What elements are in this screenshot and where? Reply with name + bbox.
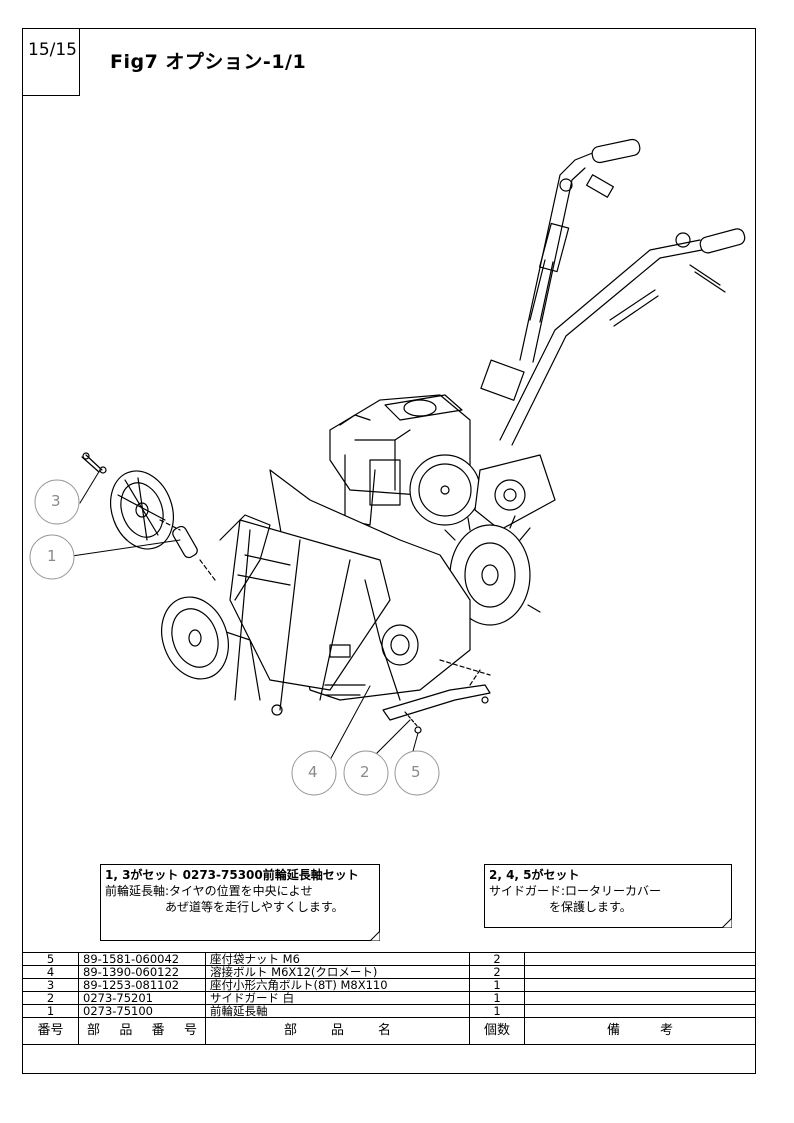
note-right-line2: サイドガード:ロータリーカバー <box>489 884 662 898</box>
table-row: 5 89-1581-060042 座付袋ナット M6 2 <box>22 952 756 966</box>
cell-no: 5 <box>22 952 79 966</box>
tiller-exploded-view <box>29 138 746 796</box>
note-right-line3: を保護します。 <box>489 900 632 914</box>
cell-name: 前輪延長軸 <box>205 1004 470 1018</box>
note-left-line3: あぜ道等を走行しやすくします。 <box>105 900 344 914</box>
table-row: 2 0273-75201 サイドガード 白 1 <box>22 991 756 1005</box>
header-part-no-char: 番 <box>151 1023 165 1038</box>
table-row: 3 89-1253-081102 座付小形六角ボルト(8T) M8X110 1 <box>22 978 756 992</box>
header-part-no-char: 品 <box>119 1023 133 1038</box>
note-right-line1: 2, 4, 5がセット <box>489 868 580 882</box>
cell-part-no: 89-1390-060122 <box>78 965 206 979</box>
note-side-guard: 2, 4, 5がセット サイドガード:ロータリーカバー を保護します。 <box>484 864 732 928</box>
header-name-char: 名 <box>378 1023 392 1038</box>
callout-4: 4 <box>308 763 318 781</box>
header-remarks-char: 考 <box>660 1023 674 1038</box>
parts-table: 5 89-1581-060042 座付袋ナット M6 2 4 89-1390-0… <box>22 952 756 1045</box>
side-guard <box>382 659 491 734</box>
cell-remarks <box>524 1004 756 1018</box>
header-name-char: 品 <box>330 1023 344 1038</box>
header-name-char: 部 <box>283 1023 297 1038</box>
header-qty: 個数 <box>469 1017 525 1045</box>
cell-no: 1 <box>22 1004 79 1018</box>
cell-remarks <box>524 991 756 1005</box>
cell-qty: 1 <box>469 1004 525 1018</box>
cell-part-no: 89-1581-060042 <box>78 952 206 966</box>
cell-qty: 1 <box>469 991 525 1005</box>
cell-name: 座付小形六角ボルト(8T) M8X110 <box>205 978 470 992</box>
page-number-box: 15/15 <box>22 28 80 96</box>
header-part-no-char: 号 <box>183 1023 197 1038</box>
cell-qty: 2 <box>469 952 525 966</box>
rotary-cover <box>219 469 471 716</box>
cell-qty: 2 <box>469 965 525 979</box>
callout-5: 5 <box>411 763 421 781</box>
leader-lines <box>71 469 419 763</box>
cell-remarks <box>524 952 756 966</box>
transmission <box>439 454 556 626</box>
header-part-no: 部 品 番 号 <box>78 1017 206 1045</box>
cell-no: 4 <box>22 965 79 979</box>
cell-no: 3 <box>22 978 79 992</box>
callout-2: 2 <box>360 763 370 781</box>
front-wheel <box>81 452 271 680</box>
callout-3: 3 <box>51 492 61 510</box>
header-no: 番号 <box>22 1017 79 1045</box>
figure-title: Fig7 オプション-1/1 <box>110 51 307 73</box>
callout-circles <box>29 479 440 796</box>
cell-no: 2 <box>22 991 79 1005</box>
cell-qty: 1 <box>469 978 525 992</box>
note-fold-icon <box>722 918 732 928</box>
cell-name: 溶接ボルト M6X12(クロメート) <box>205 965 470 979</box>
table-header-row: 番号 部 品 番 号 部 品 名 個数 備 考 <box>22 1017 756 1045</box>
cell-part-no: 0273-75201 <box>78 991 206 1005</box>
cell-remarks <box>524 978 756 992</box>
header-name: 部 品 名 <box>205 1017 470 1045</box>
cell-part-no: 89-1253-081102 <box>78 978 206 992</box>
note-left-line2: 前輪延長軸:タイヤの位置を中央によせ <box>105 884 313 898</box>
note-fold-icon <box>370 931 380 941</box>
handle-bars <box>480 138 746 446</box>
note-front-wheel-extension: 1, 3がセット 0273-75300前輪延長軸セット 前輪延長軸:タイヤの位置… <box>100 864 380 941</box>
header-part-no-char: 部 <box>87 1023 101 1038</box>
page-number: 15/15 <box>28 40 77 60</box>
table-row: 4 89-1390-060122 溶接ボルト M6X12(クロメート) 2 <box>22 965 756 979</box>
page-frame <box>22 28 756 1074</box>
header-remarks-char: 備 <box>606 1023 620 1038</box>
cell-name: サイドガード 白 <box>205 991 470 1005</box>
note-left-line1: 1, 3がセット 0273-75300前輪延長軸セット <box>105 868 359 882</box>
cell-part-no: 0273-75100 <box>78 1004 206 1018</box>
engine <box>329 394 481 526</box>
table-row: 1 0273-75100 前輪延長軸 1 <box>22 1004 756 1018</box>
cell-remarks <box>524 965 756 979</box>
callout-1: 1 <box>47 547 57 565</box>
cell-name: 座付袋ナット M6 <box>205 952 470 966</box>
header-remarks: 備 考 <box>524 1017 756 1045</box>
